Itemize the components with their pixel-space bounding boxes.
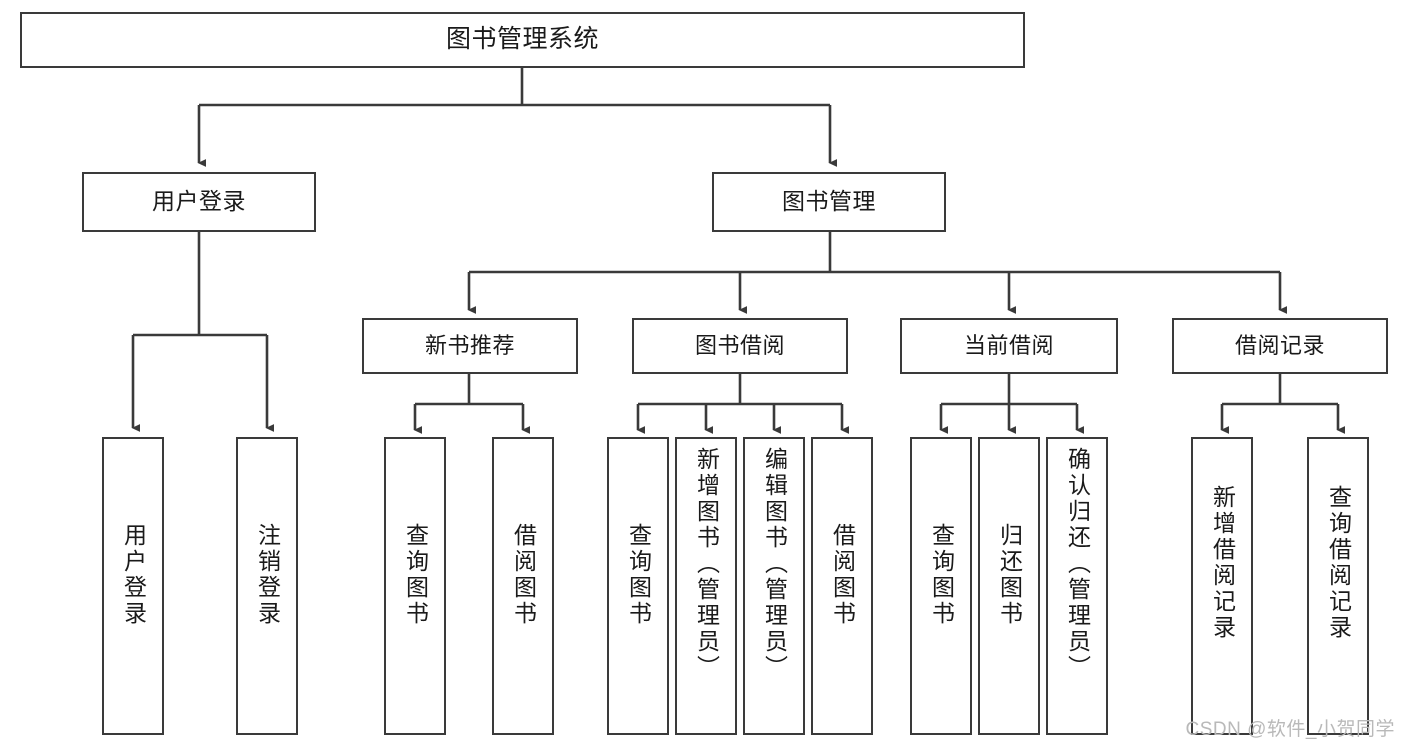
node-label: 借阅图书 — [829, 523, 856, 627]
node-label: 当前借阅 — [963, 333, 1054, 359]
node-label: 借阅图书 — [510, 523, 537, 627]
node-leaf-query-book-1[interactable]: 查询图书 — [384, 437, 446, 735]
node-label: 查询图书 — [928, 523, 955, 627]
node-label: 查询图书 — [625, 523, 652, 627]
node-leaf-borrow-book-2[interactable]: 借阅图书 — [811, 437, 873, 735]
node-label: 图书管理 — [782, 188, 876, 215]
node-leaf-logout-login[interactable]: 注销登录 — [236, 437, 298, 735]
node-label: 注销登录 — [254, 523, 281, 627]
node-leaf-add-book[interactable]: 新增图书（管理员） — [675, 437, 737, 735]
node-label: 新增借阅记录 — [1209, 485, 1236, 641]
node-label: 查询借阅记录 — [1325, 485, 1352, 641]
node-borrow-record[interactable]: 借阅记录 — [1172, 318, 1388, 374]
node-label: 图书管理系统 — [445, 25, 599, 54]
node-label: 借阅记录 — [1234, 333, 1325, 359]
node-leaf-add-record[interactable]: 新增借阅记录 — [1191, 437, 1253, 735]
node-leaf-query-book-3[interactable]: 查询图书 — [910, 437, 972, 735]
node-label: 图书借阅 — [694, 333, 785, 359]
node-leaf-return-book[interactable]: 归还图书 — [978, 437, 1040, 735]
node-leaf-query-record[interactable]: 查询借阅记录 — [1307, 437, 1369, 735]
node-book-borrow[interactable]: 图书借阅 — [632, 318, 848, 374]
node-leaf-edit-book[interactable]: 编辑图书（管理员） — [743, 437, 805, 735]
node-label: 新书推荐 — [424, 333, 515, 359]
node-label: 确认归还（管理员） — [1064, 447, 1091, 681]
node-label: 编辑图书（管理员） — [761, 447, 788, 681]
node-label: 用户登录 — [152, 188, 246, 215]
node-new-book-recommend[interactable]: 新书推荐 — [362, 318, 578, 374]
csdn-watermark: CSDN @软件_小贺同学 — [1185, 719, 1395, 740]
node-label: 新增图书（管理员） — [693, 447, 720, 681]
node-current-borrow[interactable]: 当前借阅 — [900, 318, 1118, 374]
node-leaf-query-book-2[interactable]: 查询图书 — [607, 437, 669, 735]
node-book-management-system[interactable]: 图书管理系统 — [20, 12, 1025, 68]
node-label: 查询图书 — [402, 523, 429, 627]
node-book-manage[interactable]: 图书管理 — [712, 172, 946, 232]
node-leaf-confirm-return[interactable]: 确认归还（管理员） — [1046, 437, 1108, 735]
node-label: 用户登录 — [120, 523, 147, 627]
node-label: 归还图书 — [996, 523, 1023, 627]
node-leaf-borrow-book-1[interactable]: 借阅图书 — [492, 437, 554, 735]
node-user-login[interactable]: 用户登录 — [82, 172, 316, 232]
node-leaf-user-login[interactable]: 用户登录 — [102, 437, 164, 735]
